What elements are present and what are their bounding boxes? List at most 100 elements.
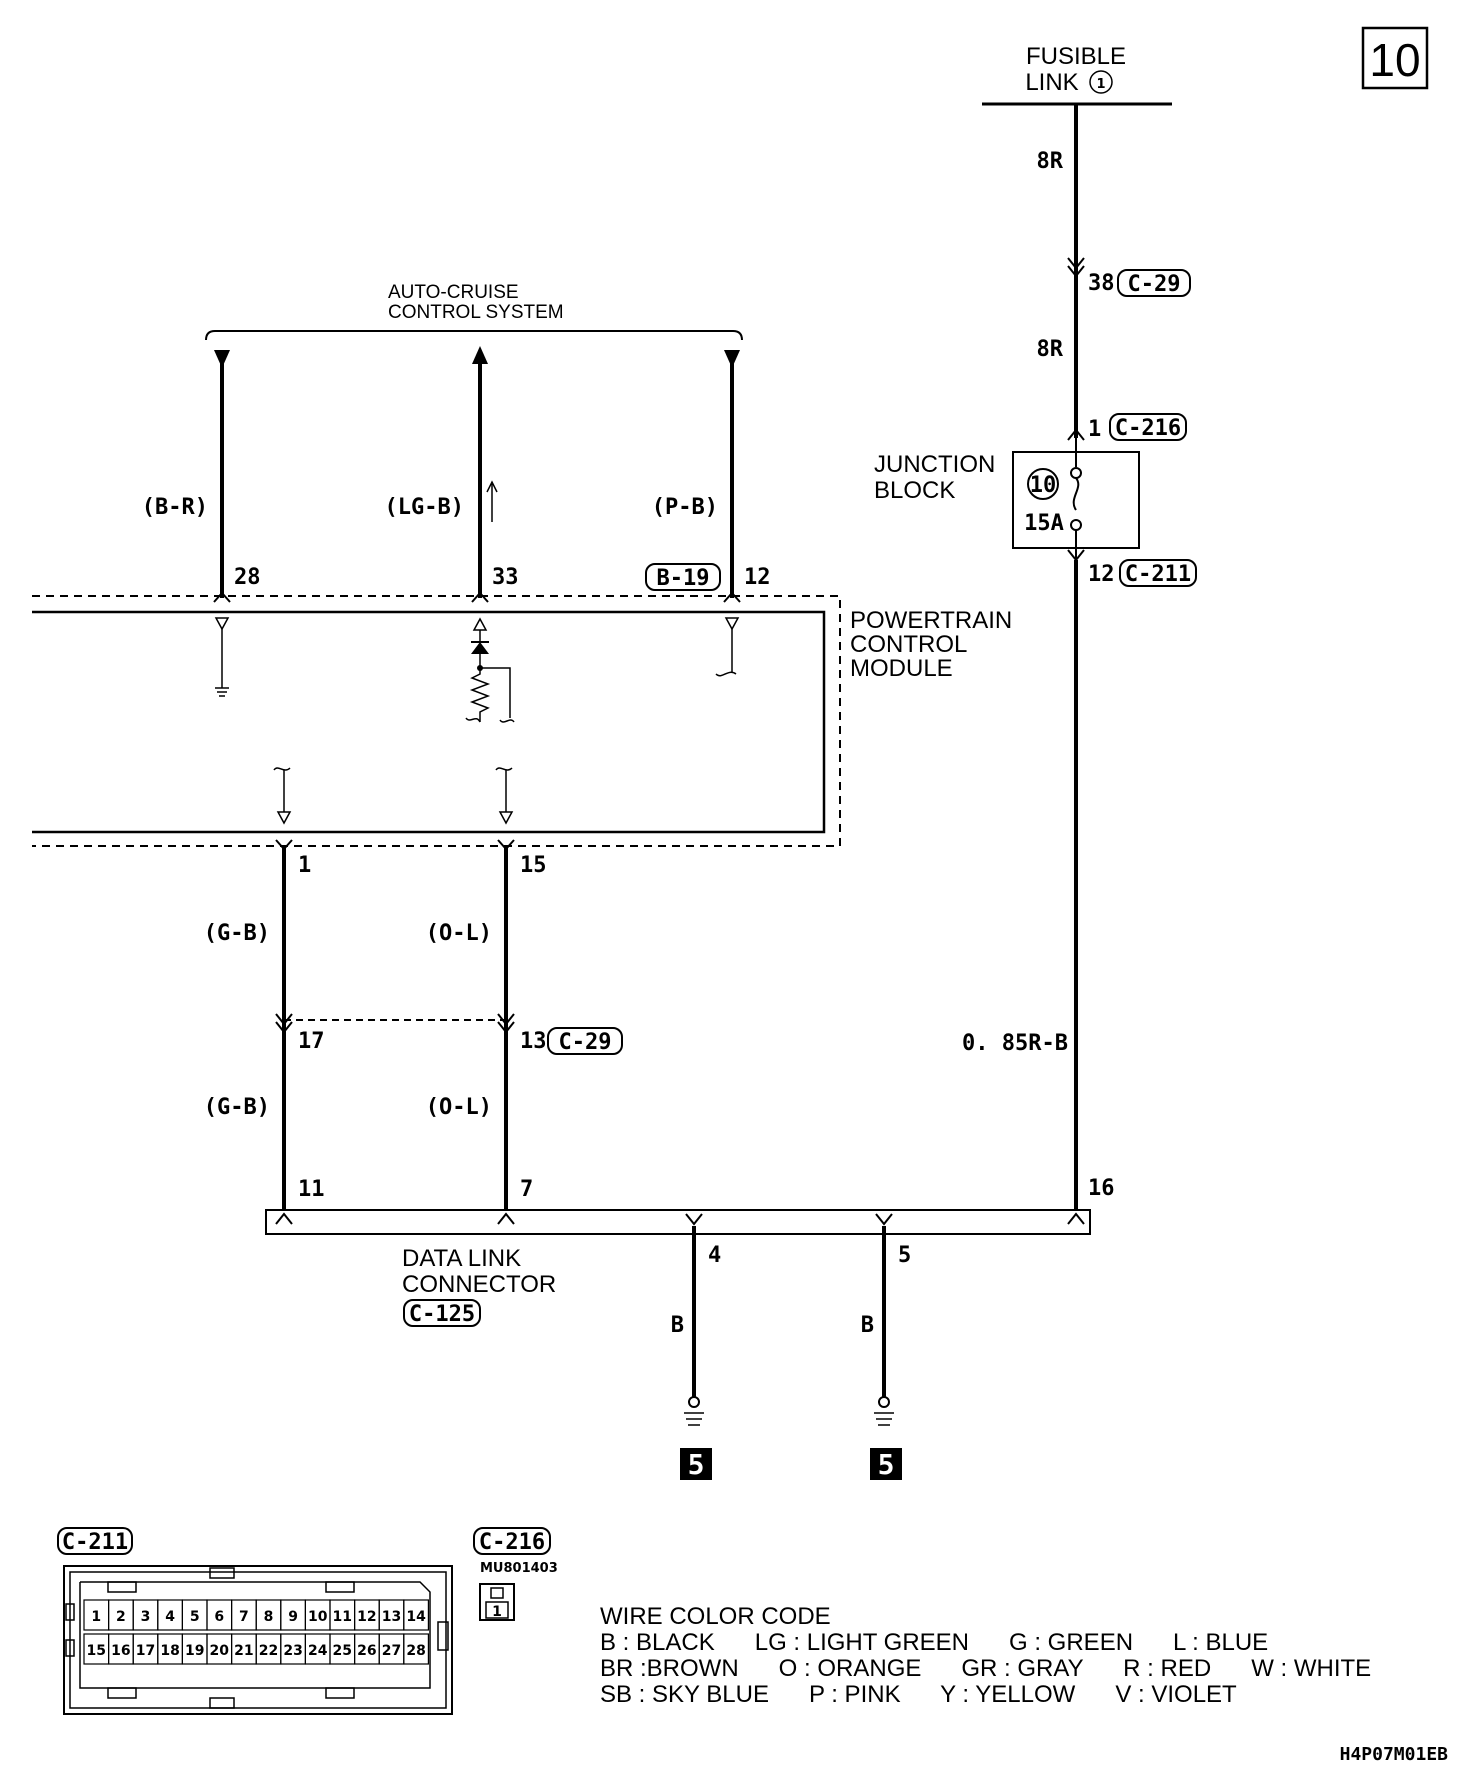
c211-pin-label: 23 xyxy=(283,1643,302,1659)
pcm-label-2: CONTROL xyxy=(850,631,967,658)
drawing-code: H4P07M01EB xyxy=(1340,1744,1449,1765)
c211-pin-label: 18 xyxy=(160,1643,179,1659)
fuse-rating: 15A xyxy=(1024,511,1064,536)
pcm-dashed-outline xyxy=(32,595,841,847)
pin-12-b19: 12 xyxy=(744,565,771,590)
c211-pin-label: 9 xyxy=(288,1609,298,1625)
c211-pin-label: 26 xyxy=(357,1643,376,1659)
auto-cruise-label-2: CONTROL SYSTEM xyxy=(388,302,564,323)
pin-13: 13 xyxy=(520,1029,547,1054)
c211-face-label-box xyxy=(57,1527,133,1555)
connector-c211-box xyxy=(1119,559,1197,587)
page-number-box xyxy=(1361,26,1429,90)
connector-c125-box xyxy=(403,1299,481,1327)
connector-c29-box-bottom xyxy=(547,1027,623,1055)
fusible-link-label-1: FUSIBLE xyxy=(1026,43,1126,70)
c211-pin-label: 15 xyxy=(87,1643,106,1659)
wire-code-o-l-top: (O-L) xyxy=(426,921,492,946)
connector-c216: C-216 xyxy=(1115,416,1181,441)
c211-pin-label: 11 xyxy=(333,1609,352,1625)
pin-5: 5 xyxy=(898,1243,911,1268)
auto-cruise-label-1: AUTO-CRUISE xyxy=(388,282,519,303)
c211-pin-label: 17 xyxy=(136,1643,155,1659)
c211-pin-label: 20 xyxy=(210,1643,230,1659)
wire-code-b-5: B xyxy=(861,1313,874,1338)
fuse-element xyxy=(1072,477,1080,511)
c211-pin-cell xyxy=(403,1599,429,1631)
junction-block-label-1: JUNCTION xyxy=(874,451,995,478)
c211-pin-label: 19 xyxy=(185,1643,204,1659)
connector-b19: B-19 xyxy=(657,566,710,591)
connector-c211: C-211 xyxy=(1125,562,1191,587)
c211-pin-label: 27 xyxy=(382,1643,401,1659)
wire-color-code-title: WIRE COLOR CODE xyxy=(600,1603,831,1630)
wire-color-code-line-3: SB : SKY BLUE P : PINK Y : YELLOW V : VI… xyxy=(600,1681,1237,1708)
pin-33: 33 xyxy=(492,565,519,590)
c211-pin-label: 13 xyxy=(382,1609,401,1625)
fuse-number-circle xyxy=(1027,468,1059,500)
c211-pin-label: 6 xyxy=(214,1609,224,1625)
fusible-link-number-circle xyxy=(1089,70,1113,94)
c211-pin-cell xyxy=(403,1633,429,1665)
wire-code-p-b: (P-B) xyxy=(652,495,718,520)
junction-block-label-2: BLOCK xyxy=(874,477,955,504)
c211-pin-label: 24 xyxy=(308,1643,328,1659)
c211-pin-label: 25 xyxy=(333,1643,352,1659)
pin-12-c211: 12 xyxy=(1088,562,1115,587)
pin-4: 4 xyxy=(708,1243,721,1268)
ground-point-4-box xyxy=(680,1448,712,1480)
pin-15: 15 xyxy=(520,853,547,878)
c216-part-number: MU801403 xyxy=(480,1561,558,1576)
c211-pin-label: 5 xyxy=(190,1609,200,1625)
pcm-label-3: MODULE xyxy=(850,655,953,682)
fusible-link-label-2: LINK xyxy=(1025,69,1078,96)
auto-cruise-bracket xyxy=(205,330,743,341)
ground-point-4: 5 xyxy=(688,1448,705,1481)
arrow-in-28 xyxy=(214,350,230,368)
pin-11: 11 xyxy=(298,1177,325,1202)
pin-17: 17 xyxy=(298,1029,325,1054)
wire-color-code-line-2: BR :BROWN O : ORANGE GR : GRAY R : RED W… xyxy=(600,1655,1371,1682)
c216-face-label-box xyxy=(473,1527,551,1555)
pin-1: 1 xyxy=(298,853,311,878)
connector-mark-c216 xyxy=(1067,428,1085,441)
pcm-inner-box xyxy=(32,610,826,834)
c216-pin-1: 1 xyxy=(492,1604,502,1620)
connector-mark-38 xyxy=(1067,257,1085,270)
pcm-label-1: POWERTRAIN xyxy=(850,607,1012,634)
arrow-in-12 xyxy=(724,350,740,368)
connector-c29-box-top xyxy=(1117,269,1191,297)
wire-code-8r-top: 8R xyxy=(1037,149,1064,174)
c211-face-outline xyxy=(63,1565,453,1715)
resistor xyxy=(469,668,491,722)
fusible-link-number: 1 xyxy=(1096,77,1105,92)
pin-28: 28 xyxy=(234,565,261,590)
c211-face-label: C-211 xyxy=(62,1530,128,1555)
connector-c29-top: C-29 xyxy=(1128,272,1181,297)
dlc-label-1: DATA LINK xyxy=(402,1245,521,1272)
connector-b19-box xyxy=(645,563,721,591)
wire-code-g-b-bot: (G-B) xyxy=(204,1095,270,1120)
c211-pin-label: 28 xyxy=(406,1643,425,1659)
fuse-terminal-top xyxy=(1070,467,1082,479)
fuse-number: 10 xyxy=(1030,473,1057,498)
wire-code-8r-mid: 8R xyxy=(1037,337,1064,362)
connector-c216-box xyxy=(1109,413,1187,441)
c211-pin-label: 21 xyxy=(234,1643,253,1659)
arrow-out-33 xyxy=(472,346,488,364)
c211-pin-label: 1 xyxy=(91,1609,101,1625)
ground-point-5: 5 xyxy=(878,1448,895,1481)
wire-code-b-r: (B-R) xyxy=(142,495,208,520)
c216-face-label: C-216 xyxy=(479,1530,545,1555)
page-number: 10 xyxy=(1369,34,1420,86)
wire-code-b-4: B xyxy=(671,1313,684,1338)
pin-7: 7 xyxy=(520,1177,533,1202)
c211-pin-label: 16 xyxy=(111,1643,130,1659)
c216-face-outline xyxy=(479,1583,515,1621)
c211-pin-label: 4 xyxy=(165,1609,175,1625)
c211-pin-label: 10 xyxy=(308,1609,328,1625)
wire-code-lg-b: (LG-B) xyxy=(385,495,464,520)
c211-pin-label: 22 xyxy=(259,1643,278,1659)
